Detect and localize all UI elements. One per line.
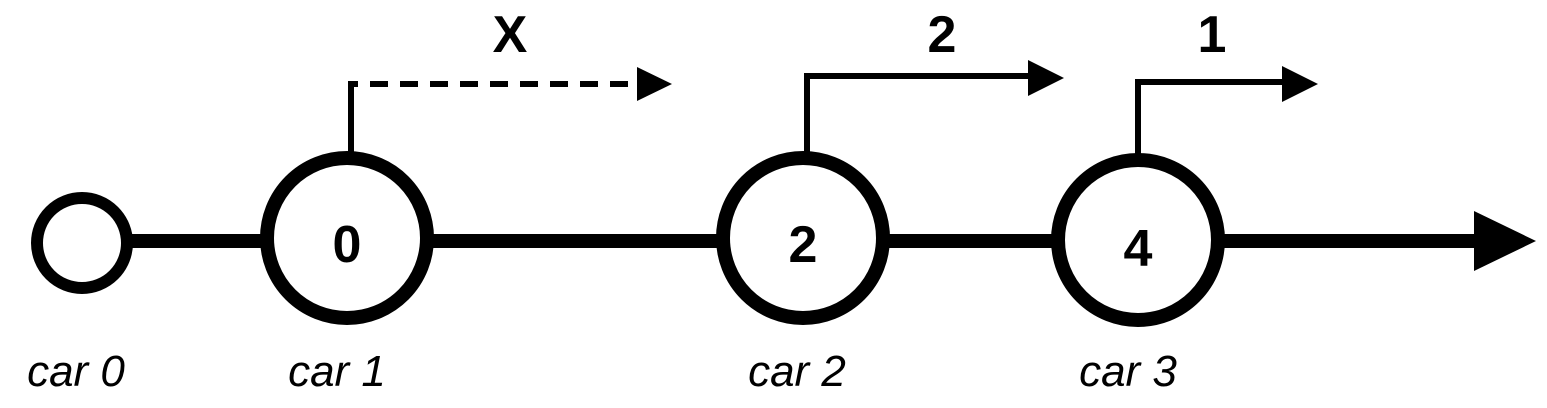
node-label-car-2: car 2 xyxy=(748,347,846,396)
node-label-car-3: car 3 xyxy=(1079,347,1177,396)
branch-line-1 xyxy=(1135,79,1285,158)
branch-arrowhead-1 xyxy=(1282,66,1318,102)
branch-arrowhead-2 xyxy=(1028,60,1064,96)
node-value-car-2: 2 xyxy=(789,216,818,274)
node-value-car-3: 4 xyxy=(1124,220,1153,278)
branch-label-1: 1 xyxy=(1198,6,1227,64)
branch-label-x: X xyxy=(493,6,528,64)
branch-label-2: 2 xyxy=(928,6,957,64)
node-car-2 xyxy=(716,151,890,325)
node-car-1 xyxy=(260,151,434,325)
branch-line-2 xyxy=(804,73,1032,155)
node-car-3 xyxy=(1051,153,1225,327)
node-label-car-0: car 0 xyxy=(27,347,125,396)
branch-arrowhead-x xyxy=(637,67,672,101)
node-value-car-1: 0 xyxy=(333,216,362,274)
node-car-0 xyxy=(31,192,133,294)
branch-line-x xyxy=(348,81,640,155)
main-arrowhead xyxy=(1474,211,1536,271)
node-label-car-1: car 1 xyxy=(288,347,386,396)
